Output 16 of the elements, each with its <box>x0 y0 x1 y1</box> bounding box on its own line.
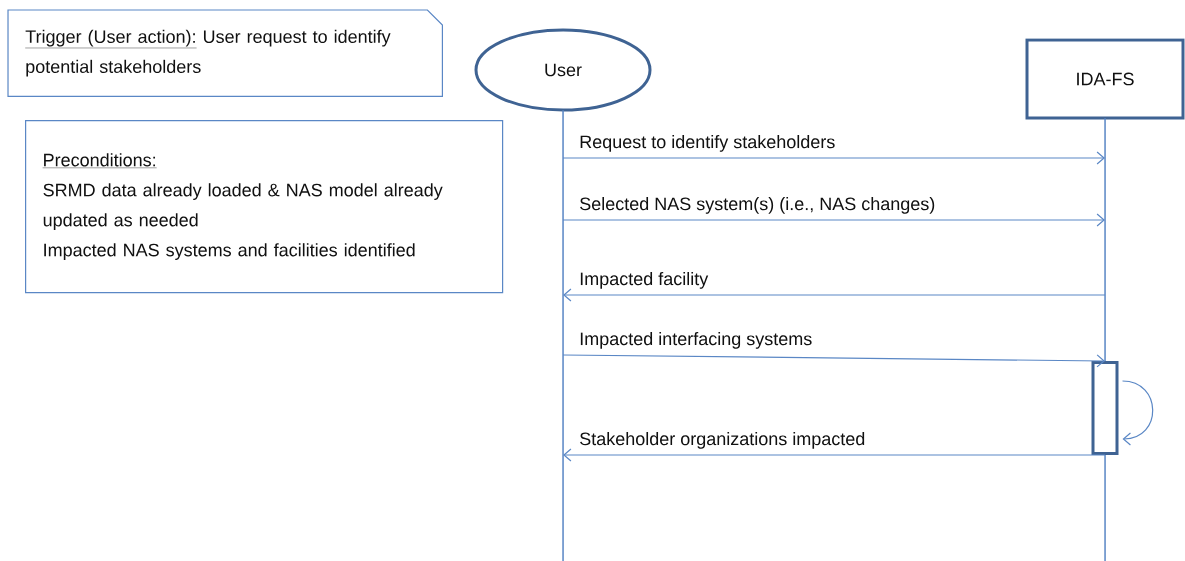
message-arrow <box>562 213 1105 227</box>
participant-box: IDA-FS <box>1025 38 1185 120</box>
message-arrow <box>563 448 1106 462</box>
edge-label: Impacted interfacing systems <box>577 330 815 351</box>
self-message-arrow <box>1121 380 1154 446</box>
activation-bar <box>1091 361 1119 455</box>
preconditions-box: Preconditions: SRMD data already loaded & NAS model already updated as needed Impacted NAS systems and facilities identified <box>25 120 504 294</box>
lifeline <box>562 110 564 561</box>
message-arrow <box>563 288 1106 302</box>
edge-label: Impacted facility <box>577 270 711 291</box>
note-box: Trigger (User action): User request to identify potential stakeholders <box>7 9 443 97</box>
edge-label: Selected NAS system(s) (i.e., NAS changes) <box>577 195 938 216</box>
message-arrow <box>562 151 1105 165</box>
message-arrow <box>562 354 1105 368</box>
edge-label: Stakeholder organizations impacted <box>577 430 868 451</box>
edge-label: Request to identify stakeholders <box>577 133 838 154</box>
